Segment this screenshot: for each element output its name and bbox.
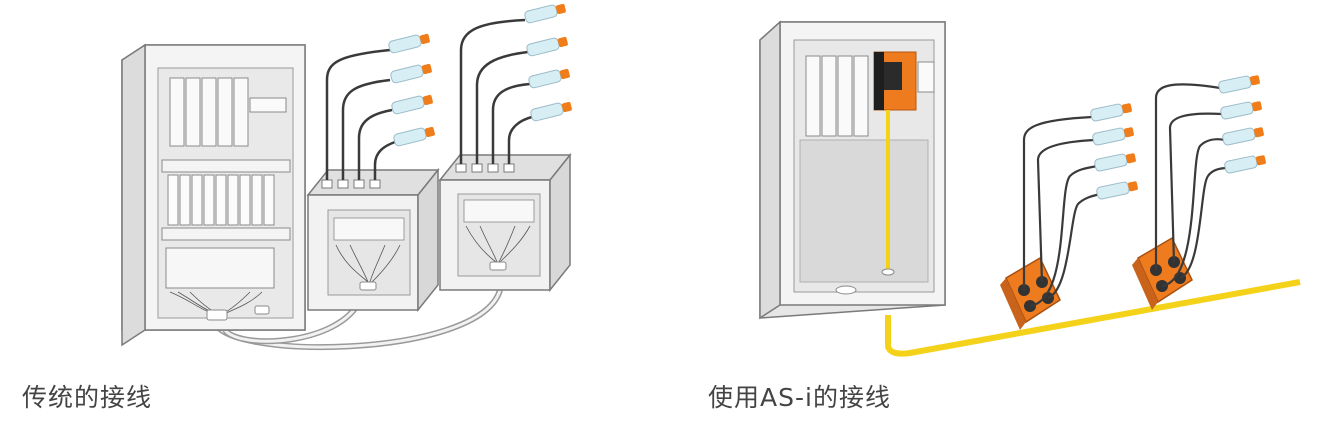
control-cabinet-icon [759,20,946,320]
as-i-wiring-caption: 使用AS-i的接线 [708,383,891,412]
traditional-wiring-panel: 传统的接线 [0,0,660,431]
sensor-icon [1090,75,1266,200]
sensor-cable [459,18,533,164]
as-i-cable [885,279,1301,357]
as-i-module-icon [1132,236,1193,310]
as-i-module-icon [1000,256,1061,330]
sensor-cable [325,48,396,180]
traditional-wiring-diagram [121,3,572,350]
traditional-wiring-caption: 传统的接线 [22,383,153,412]
junction-box-icon [438,152,572,293]
sensor-icon [388,3,572,147]
as-i-wiring-panel: 使用AS-i的接线 [660,0,1321,431]
junction-box-icon [306,167,440,313]
sensor-cable [1022,115,1101,308]
control-cabinet-icon [121,43,306,347]
as-i-wiring-diagram [759,20,1301,357]
sensor-cable [1154,83,1229,288]
as-i-master-icon [873,51,917,111]
